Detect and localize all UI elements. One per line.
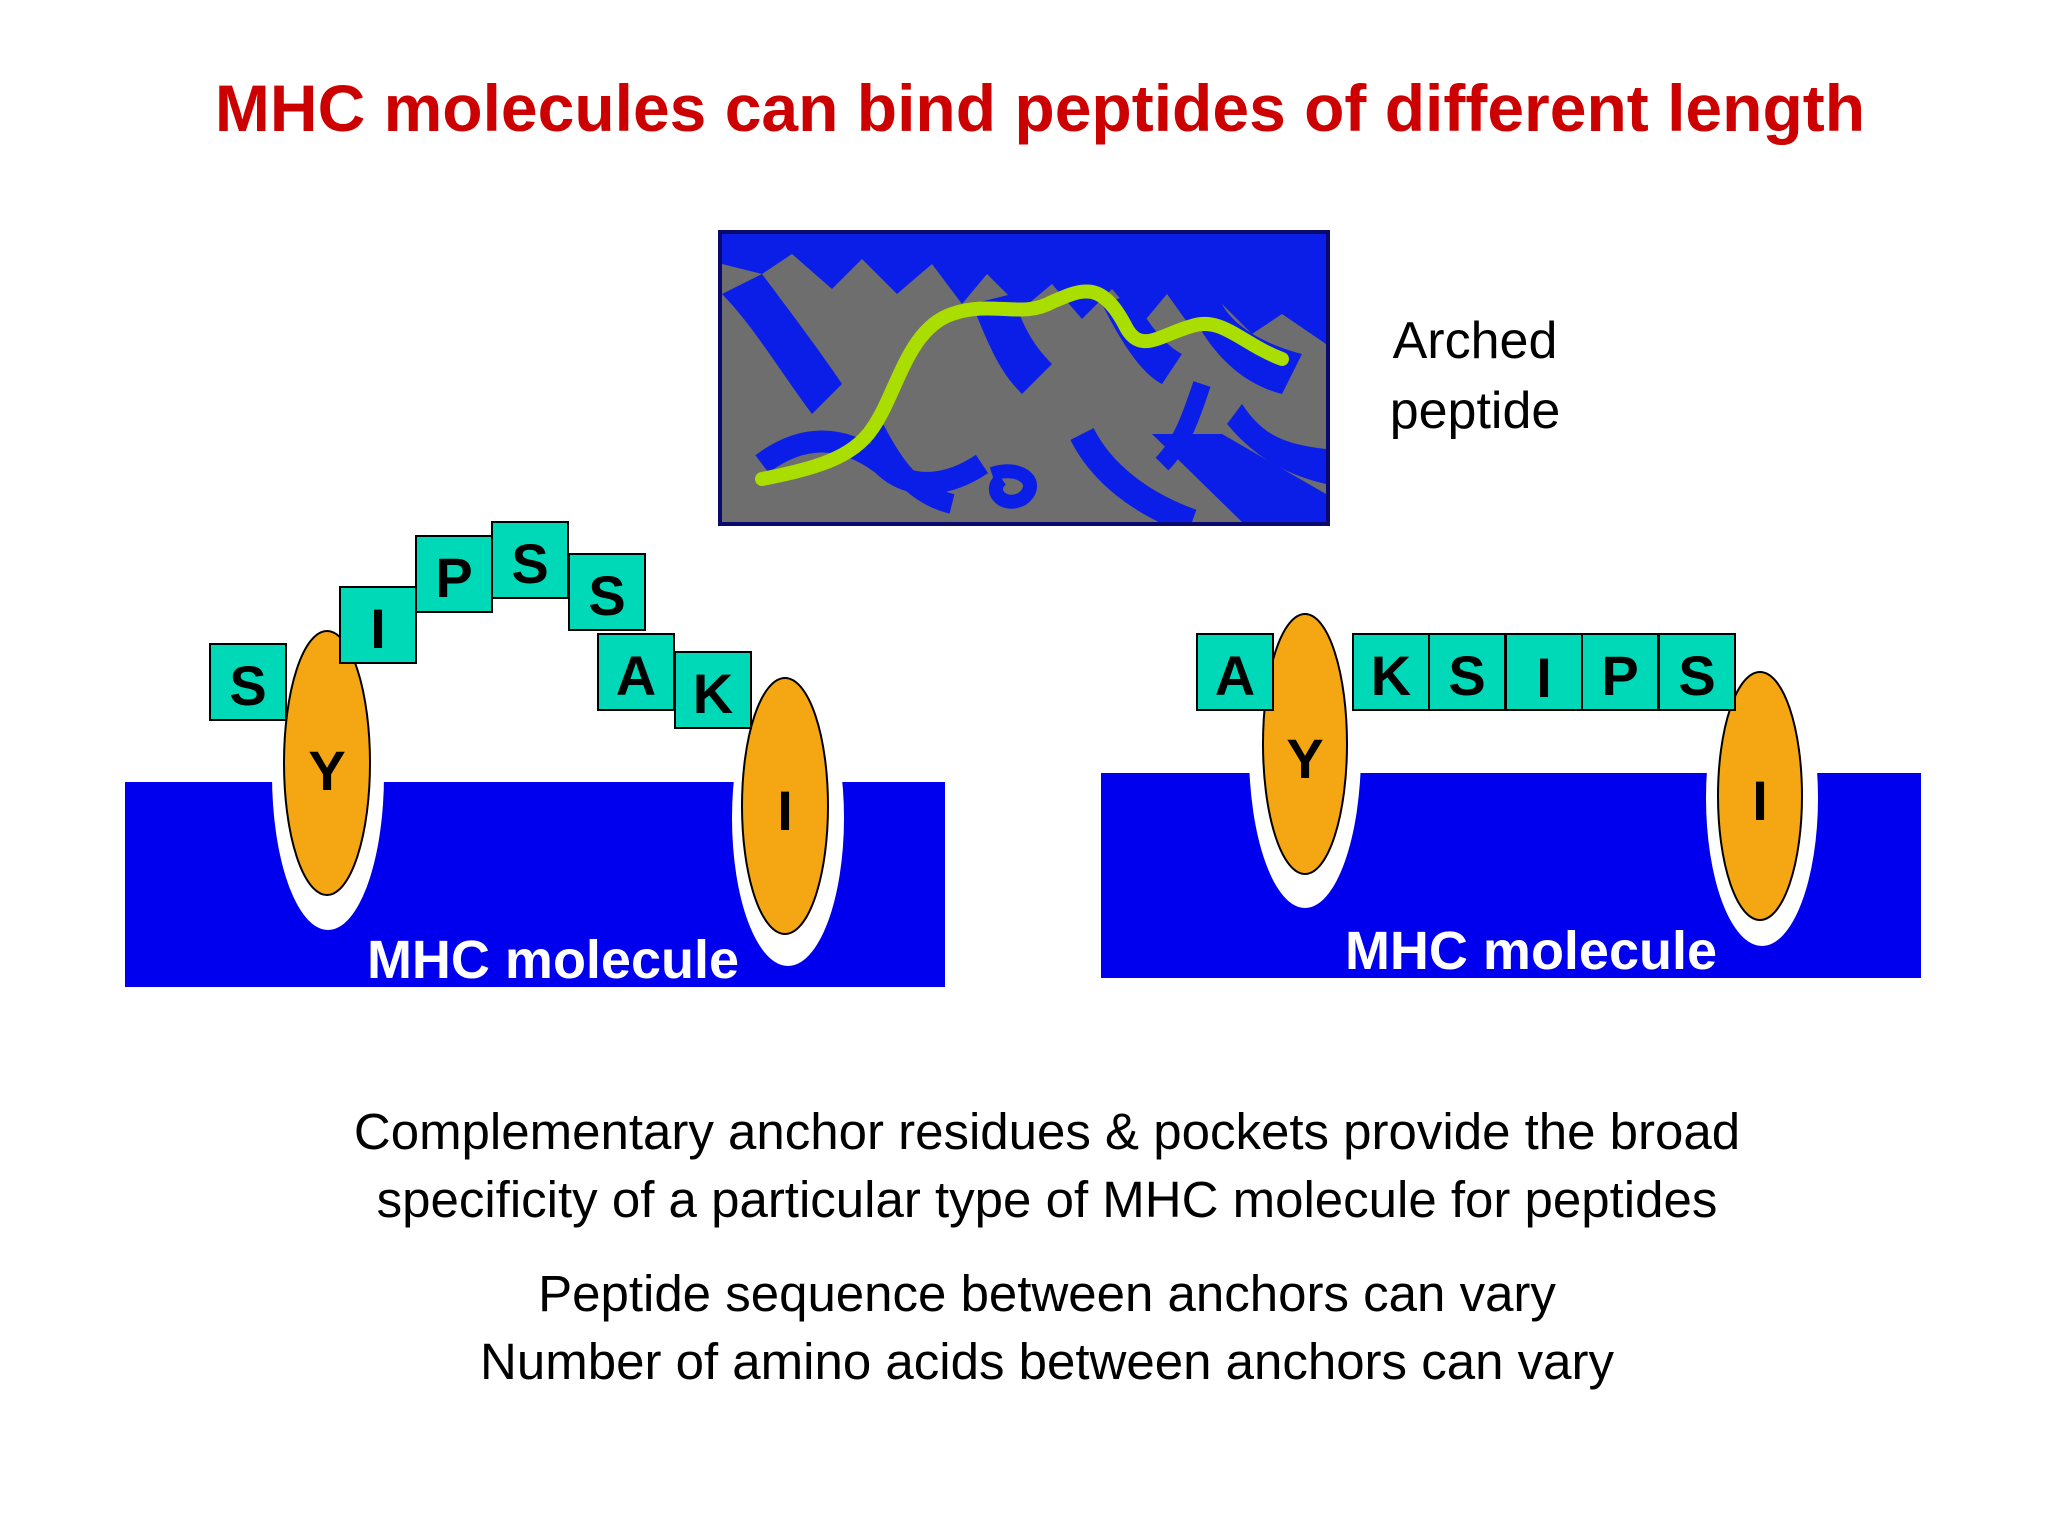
peptide-structure-image — [718, 230, 1330, 526]
arched-peptide-label: Arched peptide — [1380, 306, 1570, 446]
slide-title: MHC molecules can bind peptides of diffe… — [214, 71, 1866, 145]
residue-3: S — [491, 521, 569, 599]
caption-line-4: Number of amino acids between anchors ca… — [480, 1333, 1614, 1390]
anchor-i-label: I — [777, 779, 793, 842]
anchor-y — [283, 630, 371, 896]
residue-1: I — [339, 586, 417, 664]
svg-text:S: S — [588, 564, 625, 627]
anchor-y-label: Y — [308, 739, 345, 802]
anchor-i — [741, 677, 829, 935]
anchor-i-label: I — [1752, 769, 1768, 832]
caption-line-3: Peptide sequence between anchors can var… — [538, 1265, 1556, 1322]
anchor-y — [1262, 613, 1348, 875]
svg-text:P: P — [435, 546, 472, 609]
residue-5: S — [1658, 633, 1736, 711]
arched-label-line1: Arched — [1392, 312, 1558, 370]
residue-0: S — [209, 643, 287, 721]
arched-peptide-ribbon-render — [722, 234, 1326, 522]
residue-0: A — [1196, 633, 1274, 711]
svg-text:P: P — [1601, 644, 1638, 707]
right-mhc-diagram: Y I A K S I P S MHC molecule — [1101, 596, 1921, 981]
caption-line-2: specificity of a particular type of MHC … — [376, 1171, 1718, 1228]
arched-peptide-chain — [755, 284, 1289, 486]
mhc-label: MHC molecule — [367, 930, 739, 990]
residue-2: S — [1428, 633, 1506, 711]
svg-text:S: S — [511, 532, 548, 595]
svg-text:I: I — [370, 597, 386, 660]
caption-line-1: Complementary anchor residues & pockets … — [353, 1103, 1741, 1160]
caption-specificity: Complementary anchor residues & pockets … — [0, 1098, 2048, 1234]
residue-4: S — [568, 553, 646, 631]
left-mhc-diagram: Y I S I P S S A K MHC molecule — [125, 521, 945, 990]
residue-2: P — [415, 535, 493, 613]
svg-text:K: K — [1371, 644, 1411, 707]
svg-text:S: S — [1448, 644, 1485, 707]
anchor-i — [1717, 671, 1803, 921]
svg-text:S: S — [229, 654, 266, 717]
svg-text:S: S — [1678, 644, 1715, 707]
svg-text:A: A — [1215, 644, 1255, 707]
caption-variability: Peptide sequence between anchors can var… — [0, 1260, 2048, 1396]
residue-1: K — [1352, 633, 1430, 711]
residue-3: I — [1505, 633, 1583, 711]
residue-5: A — [597, 633, 675, 711]
svg-text:I: I — [1536, 646, 1552, 709]
residue-4: P — [1581, 633, 1659, 711]
arched-label-line2: peptide — [1389, 382, 1561, 440]
svg-text:K: K — [693, 662, 733, 725]
anchor-y-label: Y — [1286, 727, 1323, 790]
residue-6: K — [674, 651, 752, 729]
mhc-label: MHC molecule — [1345, 921, 1717, 981]
svg-text:A: A — [616, 644, 656, 707]
